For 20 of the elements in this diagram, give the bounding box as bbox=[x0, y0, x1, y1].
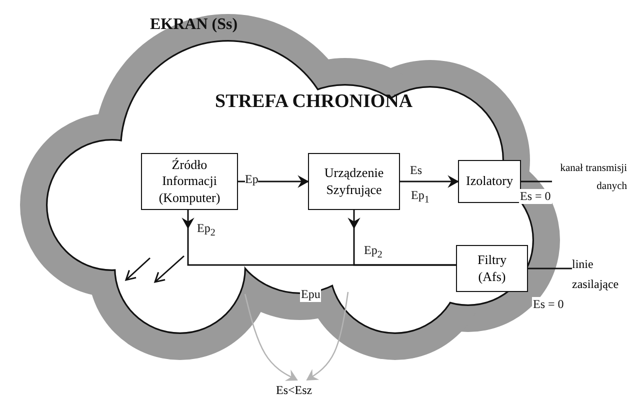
device-box: Izolatory bbox=[458, 160, 521, 203]
device-box: Urządzenie Szyfrujące bbox=[308, 153, 400, 210]
device-box: Źródło Informacji (Komputer) bbox=[141, 153, 238, 210]
connector-arrow bbox=[182, 210, 194, 228]
connector-arrow bbox=[306, 292, 349, 381]
line-label: Es<Esz bbox=[276, 380, 326, 398]
field-label: Epu bbox=[300, 287, 322, 302]
connector-arrow bbox=[400, 176, 458, 187]
connector-arrow bbox=[348, 210, 360, 228]
device-box: Filtry (Afs) bbox=[456, 245, 528, 292]
edge-label: Ep$_{2}$ bbox=[197, 221, 216, 238]
edge-label: Ep$_{2}$ bbox=[364, 243, 382, 260]
edge-label: Ep bbox=[245, 172, 258, 187]
connector-arrow bbox=[244, 294, 298, 381]
connector-arrow bbox=[238, 176, 308, 187]
zone-title: STREFA CHRONIONA bbox=[215, 91, 413, 113]
line-label: linie zasilające bbox=[572, 254, 627, 298]
field-label: Ep$_{1}$ bbox=[410, 188, 430, 206]
line-label: kanał transmisji danych bbox=[552, 160, 627, 200]
field-label: Es = 0 bbox=[519, 189, 552, 204]
